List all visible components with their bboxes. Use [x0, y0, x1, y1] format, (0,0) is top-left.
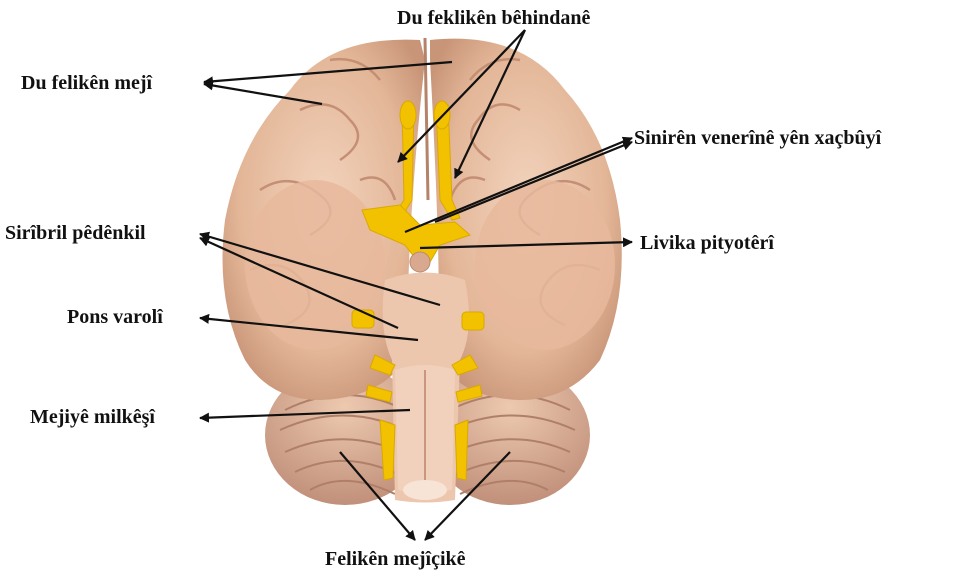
- label-pituitary: Livika pityotêrî: [640, 233, 774, 253]
- label-frontal-lobes: Du feklikên bêhindanê: [397, 8, 590, 28]
- label-medulla: Mejiyê milkêşî: [30, 407, 155, 427]
- brainstem-shape: [383, 273, 469, 503]
- label-cerebellum: Felikên mejîçikê: [325, 549, 466, 569]
- label-cerebral-peduncle: Sirîbril pêdênkil: [5, 223, 146, 243]
- label-pons: Pons varolî: [67, 307, 163, 327]
- label-optic-nerves: Sinirên venerînê yên xaçbûyî: [634, 128, 881, 148]
- label-cerebral-hemispheres: Du felikên mejî: [21, 73, 152, 93]
